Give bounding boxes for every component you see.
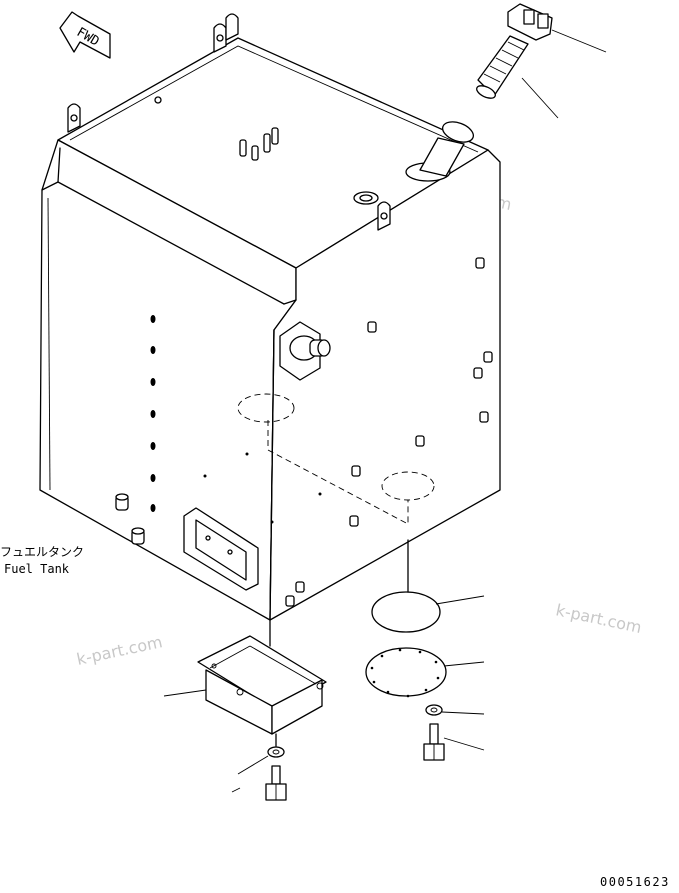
part-label-jp: フュエルタンク bbox=[0, 545, 84, 559]
bolt-left bbox=[265, 765, 287, 801]
bolt-right bbox=[423, 723, 445, 761]
filler-strainer bbox=[476, 35, 529, 99]
fuel-tank bbox=[39, 13, 501, 621]
gasket bbox=[371, 591, 441, 633]
cover-plate bbox=[365, 647, 447, 698]
filler-cap bbox=[507, 3, 553, 41]
watermark-4: k-part.com bbox=[75, 632, 164, 669]
bottom-cover bbox=[197, 635, 327, 735]
washer-right bbox=[425, 704, 443, 716]
drawing-number: 00051623 bbox=[600, 875, 670, 888]
fwd-arrow-icon: FWD bbox=[59, 11, 111, 59]
part-label-en: Fuel Tank bbox=[4, 562, 70, 576]
washer-left bbox=[267, 746, 285, 758]
leader-lines bbox=[163, 29, 607, 793]
watermark-3: k-part.com bbox=[554, 600, 643, 637]
